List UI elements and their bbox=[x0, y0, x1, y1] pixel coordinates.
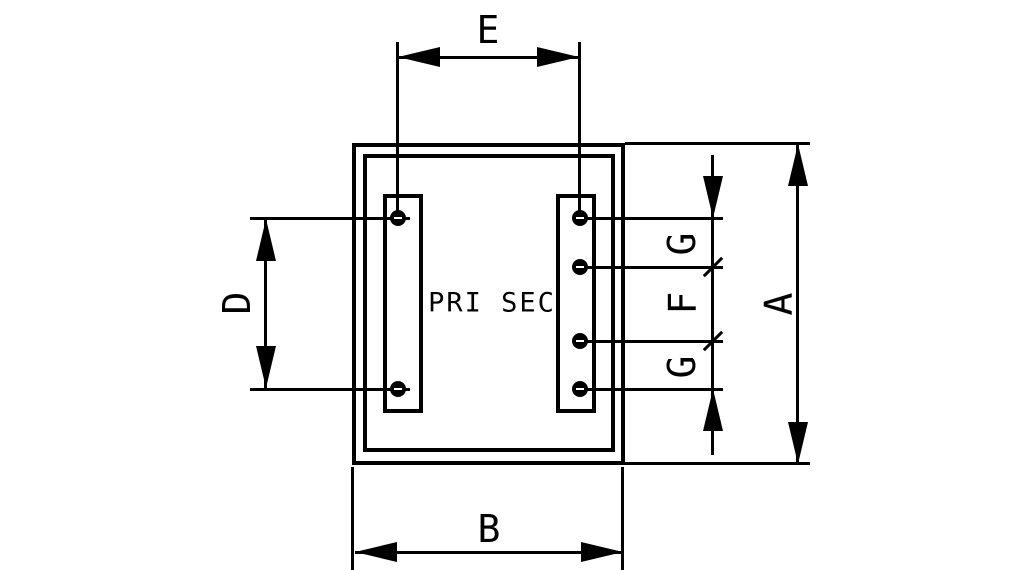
d-arrowhead-up bbox=[256, 219, 276, 261]
a-extension-line-top bbox=[625, 142, 810, 145]
a-dimension-line bbox=[796, 144, 799, 464]
a-arrowhead-down bbox=[788, 422, 808, 464]
b-extension-line-right bbox=[621, 467, 624, 570]
secondary-row4-line bbox=[580, 388, 723, 391]
e-extension-line-right bbox=[578, 42, 581, 218]
primary-pin-slot bbox=[383, 194, 423, 413]
a-arrowhead-up bbox=[788, 144, 808, 186]
dimension-label-e: E bbox=[476, 8, 500, 52]
d-arrowhead-down bbox=[256, 346, 276, 388]
gfg-arrowhead-down bbox=[703, 176, 723, 218]
secondary-row1-line bbox=[580, 217, 723, 220]
d-extension-line-bottom bbox=[250, 388, 410, 391]
b-arrowhead-left bbox=[355, 542, 397, 562]
secondary-row3-line bbox=[580, 340, 723, 343]
secondary-pin-4 bbox=[572, 381, 588, 397]
b-extension-line-left bbox=[351, 467, 354, 570]
e-extension-line-left bbox=[396, 42, 399, 218]
winding-label: PRI SEC bbox=[428, 287, 556, 319]
d-extension-line-top bbox=[250, 217, 410, 220]
secondary-pin-slot bbox=[556, 194, 596, 413]
e-arrowhead-left bbox=[398, 47, 440, 67]
secondary-pin-1 bbox=[572, 210, 588, 226]
e-dimension-line bbox=[398, 56, 579, 59]
dimension-label-a: A bbox=[757, 292, 801, 316]
dimension-label-g-lower: G bbox=[660, 355, 704, 379]
primary-pin-1 bbox=[390, 210, 406, 226]
primary-pin-2 bbox=[390, 381, 406, 397]
body-inner-outline bbox=[363, 154, 615, 452]
d-dimension-line bbox=[264, 218, 267, 389]
secondary-row2-line bbox=[580, 266, 723, 269]
dimension-label-f: F bbox=[661, 291, 705, 315]
b-dimension-line bbox=[355, 551, 623, 554]
gfg-dimension-line bbox=[711, 155, 714, 455]
secondary-pin-2 bbox=[572, 259, 588, 275]
a-extension-line-bottom bbox=[625, 462, 810, 465]
body-outer-outline bbox=[352, 143, 625, 465]
b-arrowhead-right bbox=[581, 542, 623, 562]
dimension-label-d: D bbox=[215, 291, 259, 315]
dimension-label-g-upper: G bbox=[660, 232, 704, 256]
dimension-label-b: B bbox=[477, 507, 501, 551]
gfg-arrowhead-up bbox=[703, 389, 723, 431]
e-arrowhead-right bbox=[537, 47, 579, 67]
secondary-pin-3 bbox=[572, 333, 588, 349]
